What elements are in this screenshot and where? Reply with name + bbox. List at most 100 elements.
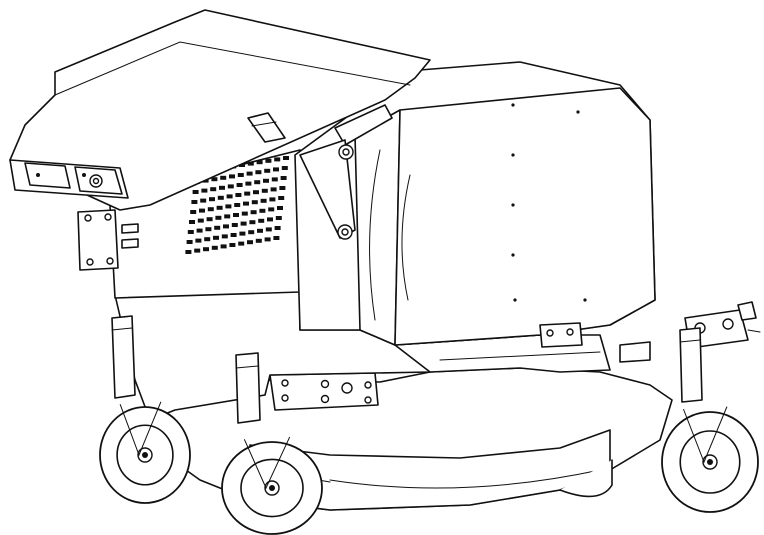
vent-slot [264, 237, 271, 242]
left-headlight [24, 162, 71, 189]
vent-slot [207, 207, 214, 212]
rivet [511, 153, 515, 157]
vent-slot [247, 240, 253, 245]
vent-slot [265, 158, 272, 163]
vent-slot [279, 186, 286, 190]
vent-slot [194, 248, 201, 253]
vent-slot [225, 204, 232, 209]
vent-slot [214, 225, 221, 230]
vent-slot [270, 187, 277, 192]
vent-slot [255, 170, 262, 175]
vent-slot [229, 174, 235, 179]
vent-slot [221, 234, 228, 239]
vent-slot [197, 218, 204, 223]
vent-slot [203, 247, 209, 252]
wheels [99, 401, 759, 535]
vent-slot [280, 176, 287, 180]
vent-slot [201, 188, 208, 193]
vent-slot [268, 207, 275, 212]
vent-slot [229, 243, 236, 247]
vent-slot [191, 200, 198, 204]
caster-posts [111, 315, 703, 424]
rivet [511, 253, 515, 257]
grass-collector [294, 61, 656, 346]
vent-slot [251, 200, 258, 205]
vent-slot [206, 217, 213, 222]
vent-slot [234, 203, 241, 207]
vent-slot [227, 184, 234, 189]
rivet [513, 298, 517, 302]
vent-slot [277, 206, 283, 210]
vent-slot [210, 187, 217, 192]
vent-slot [248, 230, 255, 235]
vent-slot [217, 195, 224, 200]
vent-slot [274, 157, 281, 162]
vent-slot [263, 178, 269, 183]
caster-fork [683, 406, 728, 464]
axle [707, 459, 713, 465]
vent-slot [281, 166, 288, 170]
vent-slot [240, 221, 247, 226]
vent-slot [269, 197, 276, 202]
vent-slot [239, 163, 245, 167]
vent-slot [226, 194, 233, 199]
vent-slot [274, 226, 281, 230]
vent-slot [253, 190, 259, 195]
vent-slot [219, 185, 225, 190]
axle [269, 485, 275, 491]
vent-slot [273, 236, 280, 240]
rivet [511, 103, 515, 107]
vent-slot [230, 233, 237, 237]
vent-slot [220, 175, 227, 180]
vent-slot [273, 167, 279, 172]
rear-caster-post [679, 327, 703, 403]
vent-slot [223, 224, 229, 229]
vent-slot [265, 227, 272, 232]
vent-slot [241, 211, 248, 216]
vent-slot [255, 238, 262, 243]
vent-slot [256, 160, 263, 165]
vent-slot [261, 188, 268, 193]
vent-slot [213, 235, 219, 240]
front-frame-plate [269, 372, 379, 411]
vent-slot [243, 201, 249, 206]
vent-slot [187, 230, 194, 234]
collector-rivets [511, 103, 587, 302]
vent-slot [264, 168, 271, 173]
vent-slot [275, 216, 282, 220]
vent-slot [260, 198, 267, 203]
hood-cover [9, 9, 431, 211]
front-left-caster-post [111, 315, 136, 399]
vent-slot [196, 228, 203, 233]
vent-slot [278, 196, 285, 200]
headlight-panel [9, 159, 129, 199]
vent-slot [247, 161, 254, 166]
vent-slot [250, 210, 257, 215]
vent-slot [216, 205, 223, 210]
vent-slot [233, 213, 239, 217]
vent-slot [199, 208, 205, 213]
vent-slot [267, 217, 273, 222]
rivet [576, 110, 580, 114]
vent-slot [238, 241, 245, 246]
vent-slot [239, 231, 246, 236]
vent-slot [246, 171, 253, 176]
vent-slot [235, 193, 242, 197]
rivet [511, 203, 515, 207]
vent-slot [259, 208, 266, 213]
vent-slot [189, 220, 195, 224]
vent-slot [190, 210, 197, 214]
lift-arm-linkage [299, 104, 393, 240]
front-left-wheel [99, 401, 191, 504]
vent-slot [205, 227, 212, 232]
axle [142, 452, 148, 458]
vent-slot [245, 181, 252, 186]
vent-slot [215, 215, 222, 220]
vent-slot [195, 238, 202, 243]
vent-slot [224, 214, 231, 219]
front-right-caster-post [235, 352, 261, 424]
caster-fork [119, 401, 162, 457]
vent-slot [209, 197, 215, 202]
rivet [583, 298, 587, 302]
